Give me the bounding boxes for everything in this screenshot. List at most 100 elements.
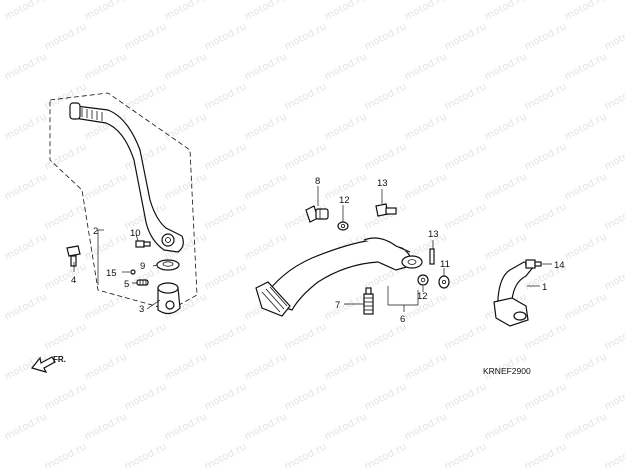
- watermark-text: motod.ru: [563, 351, 609, 382]
- watermark-text: motod.ru: [443, 381, 489, 412]
- watermark-text: motod.ru: [243, 111, 289, 142]
- watermark-text: motod.ru: [323, 411, 369, 442]
- watermark-text: motod.ru: [323, 0, 369, 23]
- direction-label: FR.: [53, 355, 66, 364]
- watermark-text: motod.ru: [283, 441, 329, 468]
- watermark-text: motod.ru: [323, 291, 369, 322]
- watermark-text: motod.ru: [443, 441, 489, 468]
- watermark-text: motod.ru: [83, 231, 129, 262]
- watermark-text: motod.ru: [203, 201, 249, 232]
- watermark-text: motod.ru: [323, 351, 369, 382]
- part-label-16: 15: [106, 268, 117, 279]
- part-label-15: 14: [554, 260, 565, 271]
- washer-9: [156, 259, 180, 271]
- watermark-text: motod.ru: [403, 111, 449, 142]
- watermark-text: motod.ru: [363, 81, 409, 112]
- watermark-text: motod.ru: [43, 21, 89, 52]
- bolt-4: [66, 245, 81, 267]
- watermark-text: motod.ru: [603, 381, 625, 412]
- watermark-text: motod.ru: [483, 0, 529, 23]
- watermark-text: motod.ru: [3, 231, 49, 262]
- part-label-12-top: 12: [339, 195, 350, 206]
- watermark-text: motod.ru: [163, 171, 209, 202]
- watermark-text: motod.ru: [3, 0, 49, 23]
- watermark-text: motod.ru: [3, 51, 49, 82]
- bolt-14: [375, 203, 397, 217]
- watermark-text: motod.ru: [403, 51, 449, 82]
- watermark-text: motod.ru: [323, 51, 369, 82]
- watermark-text: motod.ru: [563, 111, 609, 142]
- part-label-14: 13: [377, 178, 388, 189]
- part-labels: 2 4 10 9 15 5 3 8 12 13 13 11 12 7 6 1 1…: [71, 176, 565, 325]
- watermark-text: motod.ru: [43, 441, 89, 468]
- watermark-text: motod.ru: [3, 291, 49, 322]
- washer-12-top: [337, 221, 349, 231]
- watermark-text: motod.ru: [43, 261, 89, 292]
- part-label-3: 3: [139, 304, 144, 315]
- watermark-text: motod.ru: [43, 321, 89, 352]
- part-label-13: 13: [428, 229, 439, 240]
- watermark-text: motod.ru: [603, 141, 625, 172]
- watermark-text: motod.ru: [483, 111, 529, 142]
- part-label-1: 1: [542, 282, 547, 293]
- watermark-text: motod.ru: [603, 201, 625, 232]
- watermark-text: motod.ru: [3, 111, 49, 142]
- watermark-text: motod.ru: [523, 441, 569, 468]
- watermark-text: motod.ru: [443, 201, 489, 232]
- watermark-text: motod.ru: [123, 441, 169, 468]
- watermark-text: motod.ru: [283, 141, 329, 172]
- part-label-2: 2: [93, 226, 98, 237]
- watermark-text: motod.ru: [403, 351, 449, 382]
- washer-11: [438, 275, 450, 289]
- gearshift-pedal: [493, 260, 535, 327]
- watermark-text: motod.ru: [603, 321, 625, 352]
- watermark-text: motod.ru: [43, 381, 89, 412]
- watermark-text: motod.ru: [83, 411, 129, 442]
- part-label-4: 4: [71, 275, 76, 286]
- watermark-text: motod.ru: [163, 111, 209, 142]
- watermark-text: motod.ru: [603, 261, 625, 292]
- watermark-text: motod.ru: [563, 0, 609, 23]
- watermark-text: motod.ru: [563, 291, 609, 322]
- part-label-6: 6: [400, 314, 405, 325]
- watermark-text: motod.ru: [563, 411, 609, 442]
- watermark-text: motod.ru: [123, 21, 169, 52]
- watermark-text: motod.ru: [443, 141, 489, 172]
- bolt-10: [135, 240, 151, 248]
- watermark-text: motod.ru: [603, 441, 625, 468]
- watermark-text: motod.ru: [403, 0, 449, 23]
- watermark-text: motod.ru: [403, 171, 449, 202]
- watermark-text: motod.ru: [483, 171, 529, 202]
- watermark-text: motod.ru: [43, 201, 89, 232]
- ring-16: [130, 269, 136, 275]
- watermark-text: motod.ru: [363, 441, 409, 468]
- front-direction-arrow: FR.: [30, 355, 66, 373]
- watermark-text: motod.ru: [603, 81, 625, 112]
- kick-starter-arm: [69, 102, 184, 253]
- watermark-text: motod.ru: [203, 21, 249, 52]
- watermark-text: motod.ru: [523, 21, 569, 52]
- watermark-text: motod.ru: [83, 171, 129, 202]
- part-label-12-lower: 12: [417, 291, 428, 302]
- watermark-text: motod.ru: [283, 21, 329, 52]
- spring-5: [136, 279, 149, 286]
- watermark-text: motod.ru: [483, 51, 529, 82]
- kick-starter-group-outline: [49, 92, 198, 311]
- leader-lines: [73, 186, 552, 312]
- watermark-text: motod.ru: [83, 0, 129, 23]
- watermark-text: motod.ru: [523, 321, 569, 352]
- watermark-text: motod.ru: [163, 351, 209, 382]
- watermark-text: motod.ru: [563, 231, 609, 262]
- part-label-11: 11: [440, 259, 450, 270]
- watermark-text: motod.ru: [363, 381, 409, 412]
- watermark-text: motod.ru: [83, 351, 129, 382]
- watermark-text: motod.ru: [563, 171, 609, 202]
- watermark-text: motod.ru: [243, 231, 289, 262]
- watermark-text: motod.ru: [243, 0, 289, 23]
- watermark-text: motod.ru: [443, 81, 489, 112]
- brake-pedal: [255, 237, 423, 317]
- watermark-text: motod.ru: [163, 0, 209, 23]
- watermark-text: motod.ru: [403, 411, 449, 442]
